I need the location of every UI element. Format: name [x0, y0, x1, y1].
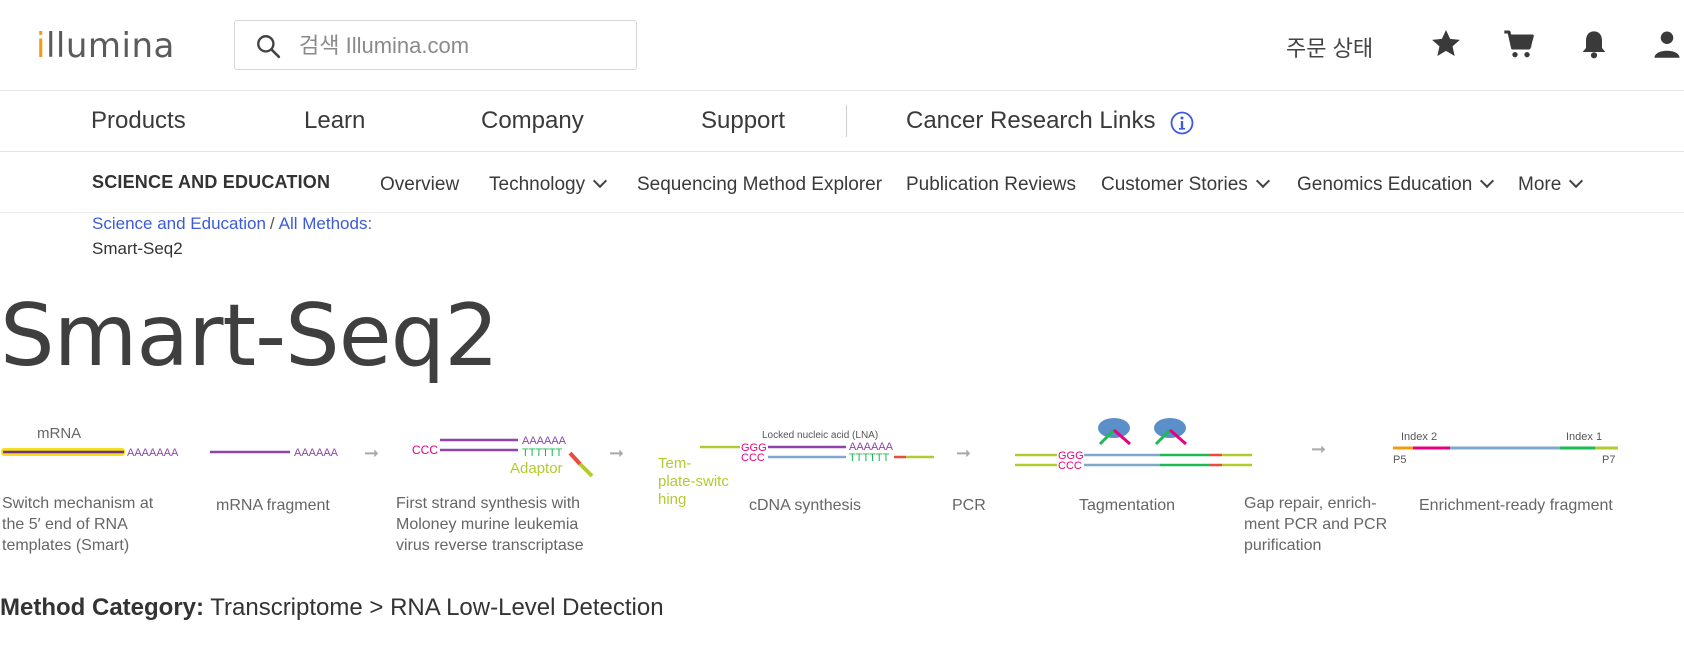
nav-cancer-research-links[interactable]: Cancer Research Links [906, 107, 1156, 134]
chevron-down-icon [1569, 173, 1584, 189]
nav-support[interactable]: Support [701, 107, 786, 134]
breadcrumb-all-methods[interactable]: All Methods: [278, 214, 373, 233]
label-ggg-1: GGG [741, 442, 767, 454]
label-adaptor: Adaptor [510, 460, 563, 477]
transposase-1-green [1098, 428, 1116, 446]
label-index2: Index 2 [1401, 431, 1437, 443]
section-subnav: SCIENCE AND EDUCATION Overview Technolog… [0, 152, 1684, 213]
nav-products[interactable]: Products [91, 107, 186, 134]
chevron-down-icon [1255, 173, 1270, 189]
caption-step3-line2: Moloney murine leukemia [396, 516, 578, 533]
nav-company[interactable]: Company [481, 107, 584, 134]
label-lna: Locked nucleic acid (LNA) [762, 430, 878, 441]
label-ccc-2: CCC [741, 452, 765, 464]
transposase-2 [1154, 418, 1186, 438]
breadcrumb-science-education[interactable]: Science and Education [92, 214, 266, 233]
caption-step8: Enrichment-ready fragment [1419, 497, 1613, 514]
caption-step2: mRNA fragment [216, 497, 330, 514]
transposase-2-magenta [1169, 428, 1187, 446]
template-switching-1: Tem- [658, 455, 691, 472]
caption-step3-line3: virus reverse transcriptase [396, 537, 584, 554]
search-box[interactable] [234, 20, 637, 70]
subnav-customer-stories[interactable]: Customer Stories [1101, 173, 1270, 196]
label-p7: P7 [1602, 454, 1615, 466]
subnav-label: Sequencing Method Explorer [637, 174, 883, 195]
nav-divider [846, 105, 847, 137]
breadcrumb: Science and Education/All Methods: [92, 214, 372, 234]
arrow-2: ➞ [609, 443, 624, 463]
caption-step3-line1: First strand synthesis with [396, 495, 580, 512]
template-switching-3: hing [658, 491, 686, 508]
transposase-2-green [1154, 428, 1172, 446]
subnav-publication-reviews[interactable]: Publication Reviews [906, 174, 1076, 196]
bell-icon[interactable] [1578, 28, 1610, 60]
method-category-label: Method Category: [0, 594, 204, 621]
smart-seq2-workflow-diagram: mRNA AAAAAAA AAAAAA ➞ CCC AAAAAA TTTTTT … [1, 418, 1618, 554]
subnav-label: Customer Stories [1101, 174, 1248, 195]
label-ggg-2: GGG [1058, 450, 1084, 462]
star-icon[interactable] [1430, 28, 1462, 60]
subnav-sequencing-method-explorer[interactable]: Sequencing Method Explorer [637, 174, 882, 196]
logo-rest: llumina [45, 26, 175, 66]
label-mrna: mRNA [37, 425, 81, 442]
adaptor-stick-red [568, 451, 582, 466]
method-category-value: Transcriptome > RNA Low-Level Detection [210, 594, 664, 621]
subnav-more[interactable]: More [1518, 173, 1584, 196]
transposase-1-magenta [1113, 428, 1131, 446]
subnav-genomics-education[interactable]: Genomics Education [1297, 173, 1495, 196]
label-index1: Index 1 [1566, 431, 1602, 443]
caption-step7-line2: ment PCR and PCR [1244, 516, 1387, 533]
subnav-technology[interactable]: Technology [489, 173, 608, 196]
main-nav: Products Learn Company Support Cancer Re… [0, 91, 1684, 152]
label-polya-3: AAAAAA [522, 435, 567, 447]
transposase-1 [1098, 418, 1130, 438]
illumina-logo[interactable]: illumina [36, 26, 175, 66]
info-icon[interactable] [1170, 111, 1194, 135]
label-tttttt-1: TTTTTT [522, 447, 563, 459]
subnav-label: More [1518, 174, 1562, 195]
cart-icon[interactable] [1503, 28, 1535, 60]
nav-learn[interactable]: Learn [304, 107, 366, 134]
caption-step1-line3: templates (Smart) [2, 537, 129, 554]
caption-step7-line1: Gap repair, enrich- [1244, 495, 1377, 512]
arrow-3: ➞ [956, 443, 971, 463]
subnav-label: Genomics Education [1297, 174, 1473, 195]
order-status-link[interactable]: 주문 상태 [1286, 36, 1374, 61]
search-icon [257, 35, 281, 59]
caption-step1-line1: Switch mechanism at [2, 495, 154, 512]
caption-step5: PCR [952, 497, 986, 514]
adaptor-stick [578, 462, 594, 478]
label-p5: P5 [1393, 454, 1406, 466]
subnav-label: Technology [489, 174, 586, 195]
arrow-4: ➞ [1311, 439, 1326, 459]
subnav-label: Publication Reviews [906, 174, 1077, 195]
breadcrumb-separator: / [269, 214, 275, 233]
subnav-overview[interactable]: Overview [380, 174, 459, 196]
label-ccc-1: CCC [412, 443, 438, 457]
arrow-1: ➞ [364, 443, 379, 463]
search-input[interactable] [297, 29, 621, 63]
caption-step1-line2: the 5′ end of RNA [2, 516, 128, 533]
caption-step6: Tagmentation [1079, 497, 1175, 514]
caption-step4: cDNA synthesis [749, 497, 861, 514]
label-ccc-3: CCC [1058, 460, 1082, 472]
user-icon[interactable] [1652, 28, 1682, 60]
method-category: Method Category: Transcriptome > RNA Low… [0, 594, 664, 622]
subnav-label: Overview [380, 174, 460, 195]
chevron-down-icon [1480, 173, 1495, 189]
label-polya-1: AAAAAAA [127, 447, 179, 459]
chevron-down-icon [593, 173, 608, 189]
label-polya-2: AAAAAA [294, 447, 339, 459]
breadcrumb-current: Smart-Seq2 [92, 239, 183, 258]
label-polya-4: AAAAAA [849, 441, 894, 453]
caption-step7-line3: purification [1244, 537, 1321, 554]
template-switching-2: plate-switc [658, 473, 729, 490]
section-title[interactable]: SCIENCE AND EDUCATION [92, 172, 331, 192]
label-tttttt-2: TTTTTT [849, 452, 890, 464]
top-header: illumina 주문 상태 [0, 0, 1684, 91]
page-title: Smart-Seq2 [0, 286, 499, 386]
